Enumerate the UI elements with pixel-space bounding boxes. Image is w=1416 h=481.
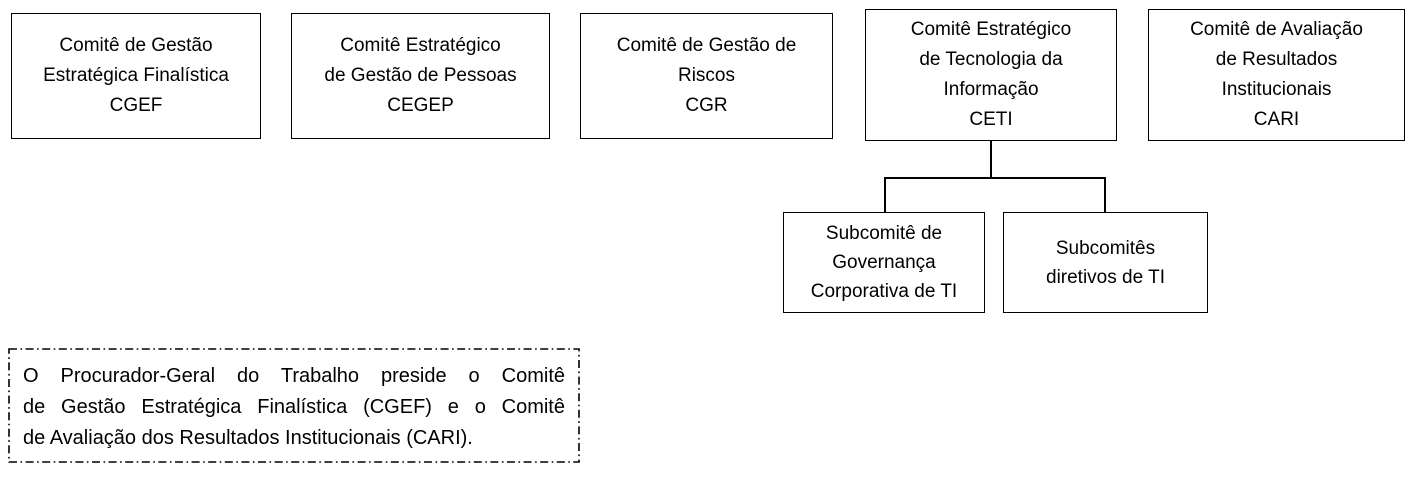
subcommittee-diretivos-line-1: Subcomitês [1055, 237, 1156, 259]
committee-box-cgr-line-1: Comitê de Gestão de [616, 35, 797, 56]
committee-box-cegep-acronym: CEGEP [387, 95, 454, 116]
committee-box-ceti: Comitê Estratégico de Tecnologia da Info… [865, 9, 1117, 141]
committee-box-ceti-line-3: Informação [943, 79, 1039, 100]
connector-drop-right [1104, 177, 1106, 212]
note-box: O Procurador-Geral do Trabalho preside o… [8, 348, 580, 463]
committee-box-cgef-acronym: CGEF [109, 95, 163, 116]
committee-box-cgef-line-2: Estratégica Finalística [43, 65, 229, 86]
committee-box-cari: Comitê de Avaliação de Resultados Instit… [1148, 9, 1405, 141]
committee-box-cgef-line-1: Comitê de Gestão [59, 35, 213, 56]
committee-box-cari-acronym: CARI [1253, 109, 1300, 130]
connector-drop-left [884, 177, 886, 212]
committee-box-cgr-line-2: Riscos [677, 65, 735, 86]
subcommittee-governanca-line-2: Governança [832, 252, 936, 273]
note-box-dashdot-border [8, 348, 580, 463]
committee-box-ceti-acronym: CETI [969, 109, 1013, 130]
committee-box-cari-line-1: Comitê de Avaliação [1190, 19, 1363, 40]
committee-box-cegep: Comitê Estratégico de Gestão de Pessoas … [291, 13, 550, 139]
note-text: O Procurador-Geral do Trabalho preside o… [23, 361, 565, 454]
subcommittee-diretivos-line-2: diretivos de TI [1046, 266, 1165, 288]
committee-box-cegep-line-1: Comitê Estratégico [340, 35, 501, 56]
subcommittee-box-governanca-ti: Subcomitê de Governança Corporativa de T… [783, 212, 985, 313]
subcommittee-governanca-line-3: Corporativa de TI [810, 281, 958, 302]
subcommittee-box-diretivos-ti: Subcomitês diretivos de TI [1003, 212, 1208, 313]
note-line-3: de Avaliação dos Resultados Instituciona… [23, 427, 473, 449]
note-line-1: O Procurador-Geral do Trabalho preside o… [23, 365, 565, 387]
connector-ceti-stem [990, 141, 992, 179]
subcommittee-governanca-line-1: Subcomitê de [825, 223, 943, 244]
committee-box-cgef: Comitê de Gestão Estratégica Finalística… [11, 13, 261, 139]
connector-horizontal-branch [884, 177, 1106, 179]
committee-box-cegep-line-2: de Gestão de Pessoas [324, 65, 517, 86]
committee-box-cgr-acronym: CGR [685, 95, 728, 116]
committee-box-cgr: Comitê de Gestão de Riscos CGR [580, 13, 833, 139]
note-line-2: de Gestão Estratégica Finalística (CGEF)… [23, 396, 565, 418]
committee-box-ceti-line-1: Comitê Estratégico [910, 19, 1072, 40]
committee-box-cari-line-2: de Resultados [1215, 49, 1338, 70]
committee-box-cari-line-3: Institucionais [1221, 79, 1332, 100]
committee-box-ceti-line-2: de Tecnologia da [919, 49, 1063, 70]
